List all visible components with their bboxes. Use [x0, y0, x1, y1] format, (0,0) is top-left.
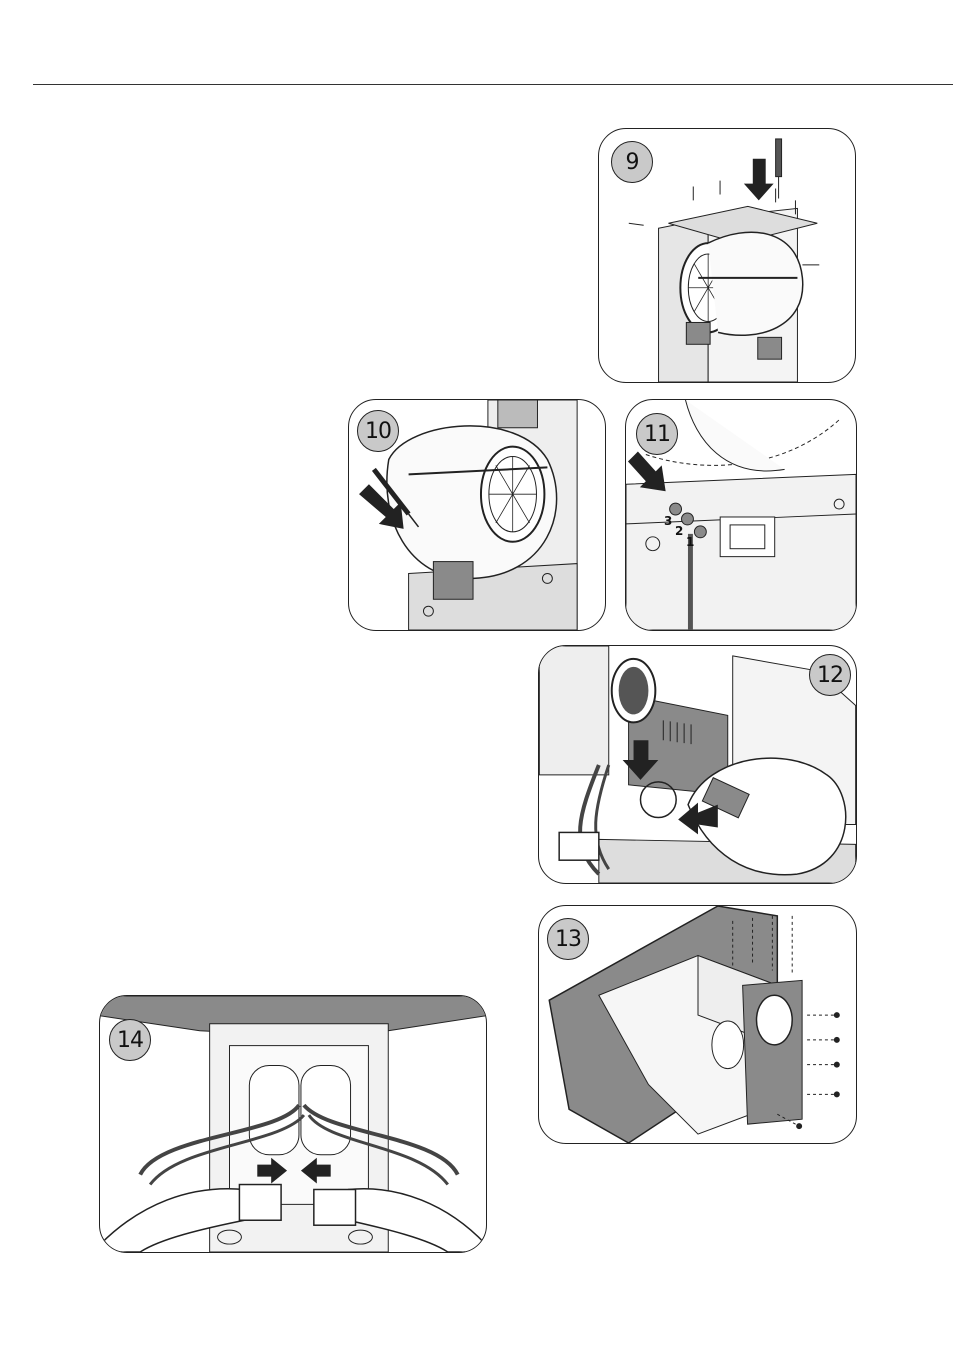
- wire-number-1: 1: [686, 535, 694, 549]
- header-rule: [33, 84, 953, 85]
- connector-plug-illustration: [539, 646, 856, 883]
- step-14-badge: 14: [109, 1019, 151, 1061]
- step-9-badge: 9: [611, 141, 653, 183]
- step-10-panel: 10: [348, 399, 606, 631]
- step-12-panel: 12: [538, 645, 857, 884]
- step-9-panel: 9: [598, 128, 856, 383]
- wire-number-2: 2: [675, 524, 683, 538]
- step-11-panel: 11 3 2 1: [625, 399, 857, 631]
- step-11-badge: 11: [636, 413, 678, 455]
- step-13-badge: 13: [547, 918, 589, 960]
- wire-number-3: 3: [664, 514, 672, 528]
- wire-connector-join-illustration: [100, 996, 486, 1252]
- step-13-panel: 13: [538, 905, 857, 1144]
- step-10-badge: 10: [357, 410, 399, 452]
- step-14-panel: 14: [99, 995, 487, 1253]
- step-12-badge: 12: [809, 654, 851, 696]
